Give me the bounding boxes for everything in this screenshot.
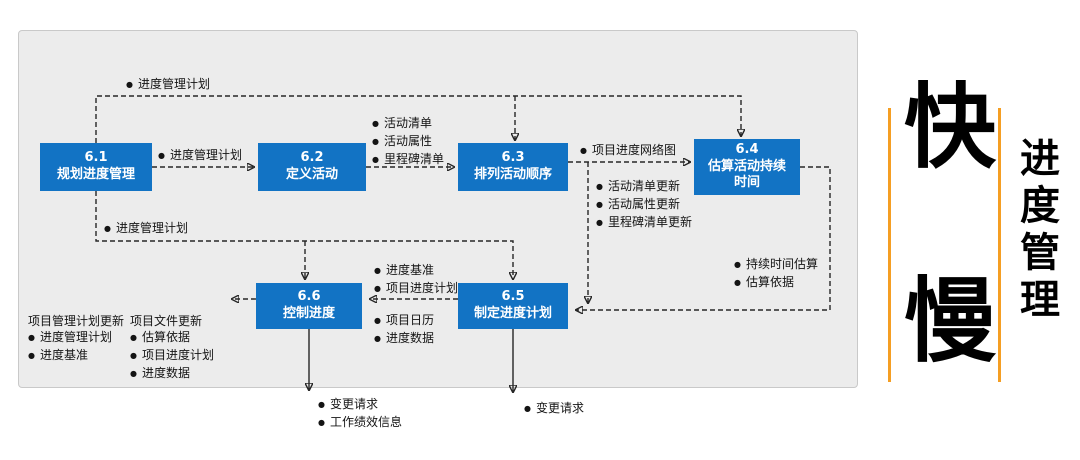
bullet-item: 活动清单更新 [596,178,692,196]
process-box-6-5-name: 制定进度计划 [473,306,552,321]
bullet-item: 进度数据 [374,330,434,348]
vertical-title-char: 进 [1020,136,1060,182]
vertical-title-char: 理 [1020,277,1060,323]
bullet-item: 项目日历 [374,312,434,330]
label-doc-updates: 项目文件更新 估算依据项目进度计划进度数据 [130,313,214,383]
vertical-title: 进 度 管 理 [1012,136,1068,324]
process-box-6-2-number: 6.2 [300,150,324,166]
process-box-6-1-number: 6.1 [84,150,108,166]
process-box-6-6-name: 控制进度 [282,306,335,321]
bullet-item: 估算依据 [734,274,818,292]
process-box-6-1: 6.1 规划进度管理 [40,143,152,191]
label-plan-updates-header: 项目管理计划更新 [28,314,125,328]
bullet-item: 活动属性 [372,133,444,151]
label-out-62: 活动清单活动属性里程碑清单 [372,115,444,169]
label-out-65-bottom: 变更请求 [524,400,584,418]
bullet-item: 活动清单 [372,115,444,133]
bullet-item: 变更请求 [318,396,402,414]
bullet-item: 工作绩效信息 [318,414,402,432]
process-box-6-6: 6.6 控制进度 [256,283,362,329]
bullet-item: 估算依据 [130,329,214,347]
label-out-65-lower: 项目日历进度数据 [374,312,434,348]
process-box-6-4-name: 估算活动持续 时间 [707,158,786,191]
process-box-6-1-name: 规划进度管理 [56,167,135,182]
process-box-6-3: 6.3 排列活动顺序 [458,143,568,191]
bullet-item: 项目进度计划 [374,280,458,298]
bullet-item: 进度管理计划 [104,220,188,238]
bullet-item: 进度管理计划 [158,147,242,165]
label-plan-to-bottom: 进度管理计划 [104,220,188,238]
process-box-6-6-number: 6.6 [297,289,321,305]
accent-line-left [888,108,891,382]
bullet-item: 进度管理计划 [28,329,124,347]
bullet-item: 里程碑清单更新 [596,214,692,232]
process-box-6-5: 6.5 制定进度计划 [458,283,568,329]
bullet-item: 持续时间估算 [734,256,818,274]
accent-line-right [998,108,1001,382]
label-plan-updates: 项目管理计划更新 进度管理计划进度基准 [28,313,124,365]
bullet-item: 进度数据 [130,365,214,383]
bullet-item: 活动属性更新 [596,196,692,214]
bullet-item: 里程碑清单 [372,151,444,169]
bullet-item: 变更请求 [524,400,584,418]
bullet-item: 项目进度网络图 [580,142,676,160]
process-box-6-2: 6.2 定义活动 [258,143,366,191]
process-box-6-3-number: 6.3 [501,150,525,166]
fast-char: 快 [903,74,996,181]
label-plan-61-62: 进度管理计划 [158,147,242,165]
label-out-64: 持续时间估算估算依据 [734,256,818,292]
label-out-65-upper: 进度基准项目进度计划 [374,262,458,298]
process-box-6-5-number: 6.5 [501,289,525,305]
bullet-item: 进度基准 [374,262,458,280]
vertical-title-char: 管 [1020,230,1060,276]
process-box-6-4: 6.4 估算活动持续 时间 [694,139,800,195]
process-box-6-4-number: 6.4 [735,141,759,157]
label-updates-63: 活动清单更新活动属性更新里程碑清单更新 [596,178,692,232]
label-doc-updates-header: 项目文件更新 [130,314,203,328]
vertical-title-char: 度 [1020,183,1060,229]
bullet-item: 项目进度计划 [130,347,214,365]
slow-char: 慢 [903,268,996,375]
bullet-item: 进度基准 [28,347,124,365]
label-out-63: 项目进度网络图 [580,142,676,160]
process-box-6-2-name: 定义活动 [285,167,338,182]
process-box-6-3-name: 排列活动顺序 [473,167,552,182]
label-out-66-bottom: 变更请求工作绩效信息 [318,396,402,432]
bullet-item: 进度管理计划 [126,76,210,94]
label-top-plan: 进度管理计划 [126,76,210,94]
